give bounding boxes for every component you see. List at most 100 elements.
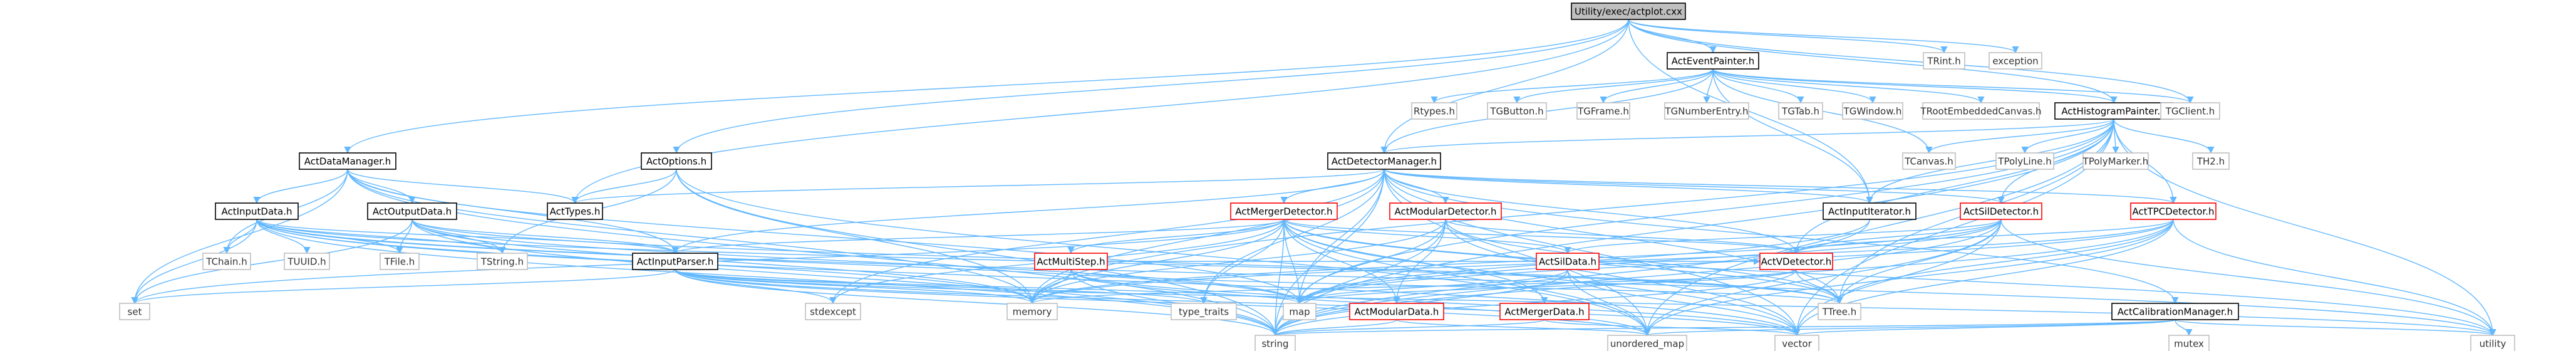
graph-node-act-tpcdetector[interactable]: ActTPCDetector.h — [2130, 202, 2216, 220]
graph-node-act-input-parser[interactable]: ActInputParser.h — [632, 253, 718, 270]
graph-edge-act-data-manager-to-memory — [347, 169, 1036, 305]
graph-node-act-sil-data[interactable]: ActSilData.h — [1536, 253, 1600, 270]
graph-node-label: TPolyLine.h — [1997, 156, 2051, 167]
graph-edge-act-histogram-painter-to-tcanvas — [1925, 118, 2114, 154]
graph-edge-root-to-act-data-manager — [344, 19, 1629, 154]
graph-node-label: TGClient.h — [2165, 106, 2215, 117]
graph-edge-act-detector-manager-to-act-vdetector — [1384, 169, 1800, 254]
graph-edge-act-histogram-painter-to-act-vdetector — [1792, 118, 2114, 254]
graph-edge-act-output-data-to-act-input-parser — [411, 219, 679, 254]
graph-edge-act-modular-data-to-unordered-map — [1396, 319, 1651, 337]
graph-edge-act-tpcdetector-to-utility — [2173, 219, 2496, 337]
graph-node-box — [1576, 102, 1630, 120]
graph-node-label: TUUID.h — [287, 256, 326, 268]
graph-node-memory: memory — [1006, 303, 1058, 320]
graph-edge-act-sil-data-to-vector — [1567, 269, 1801, 337]
graph-node-box — [1254, 335, 1296, 351]
graph-node-box — [1487, 102, 1547, 120]
graph-node-unordered-map: unordered_map — [1607, 335, 1687, 351]
graph-node-label: TChain.h — [205, 256, 247, 268]
graph-node-act-types[interactable]: ActTypes.h — [547, 202, 603, 220]
graph-node-box — [641, 152, 712, 170]
graph-edge-act-detector-manager-to-act-input-parser — [671, 169, 1385, 254]
graph-node-act-histogram-painter[interactable]: ActHistogramPainter.h — [2054, 102, 2173, 120]
graph-node-troot-embedded-canvas: TRootEmbeddedCanvas.h — [1920, 102, 2042, 120]
graph-node-label: ActSilData.h — [1539, 256, 1596, 268]
graph-node-label: TGButton.h — [1489, 106, 1543, 117]
graph-edge-act-vdetector-to-ttree — [1796, 269, 1843, 305]
graph-node-label: ActTypes.h — [550, 206, 601, 217]
graph-node-act-merger-detector[interactable]: ActMergerDetector.h — [1230, 202, 1338, 220]
graph-node-map: map — [1283, 303, 1316, 320]
graph-edge-act-modular-data-to-string — [1271, 319, 1397, 337]
graph-edge-act-sil-data-to-unordered-map — [1567, 269, 1651, 337]
graph-edge-act-histogram-painter-to-map — [1296, 118, 2114, 305]
graph-node-label: Utility/exec/actplot.cxx — [1575, 6, 1682, 18]
graph-node-box — [1667, 52, 1759, 70]
graph-node-stdexcept: stdexcept — [805, 303, 861, 320]
graph-node-label: ActHistogramPainter.h — [2061, 106, 2166, 117]
graph-node-label: ActSilDetector.h — [1963, 206, 2039, 217]
graph-node-label: map — [1289, 306, 1310, 318]
graph-node-act-multi-step[interactable]: ActMultiStep.h — [1034, 253, 1108, 270]
graph-edge-act-sil-detector-to-string — [1271, 219, 2002, 337]
graph-node-label: Rtypes.h — [1414, 106, 1455, 117]
graph-node-act-modular-detector[interactable]: ActModularDetector.h — [1389, 202, 1502, 220]
graph-edge-root-to-act-types — [571, 19, 1629, 204]
graph-node-root[interactable]: Utility/exec/actplot.cxx — [1571, 3, 1686, 20]
graph-node-box — [202, 253, 251, 270]
graph-node-tstring: TString.h — [477, 253, 528, 270]
graph-node-act-vdetector[interactable]: ActVDetector.h — [1759, 253, 1833, 270]
graph-node-box — [1778, 102, 1823, 120]
graph-node-tgbutton: TGButton.h — [1487, 102, 1547, 120]
graph-edge-act-multi-step-to-string — [1070, 269, 1279, 337]
graph-node-act-merger-data[interactable]: ActMergerData.h — [1499, 303, 1590, 320]
graph-edge-act-vdetector-to-memory — [1028, 269, 1797, 305]
graph-node-box — [1818, 303, 1861, 320]
graph-node-box — [380, 253, 420, 270]
graph-node-box — [284, 253, 330, 270]
graph-node-box — [1923, 52, 1965, 70]
graph-node-act-calibration-manager[interactable]: ActCalibrationManager.h — [2111, 303, 2239, 320]
graph-edge-act-input-data-to-map — [256, 219, 1303, 305]
graph-node-act-modular-data[interactable]: ActModularData.h — [1349, 303, 1444, 320]
graph-node-label: ActModularData.h — [1355, 306, 1439, 318]
graph-node-tgclient: TGClient.h — [2160, 102, 2220, 120]
graph-node-label: TGWindow.h — [1843, 106, 1902, 117]
graph-edge-act-calibration-manager-to-string — [1272, 319, 2176, 337]
graph-edge-act-merger-detector-to-act-input-parser — [671, 219, 1285, 254]
graph-node-label: ActTPCDetector.h — [2132, 206, 2214, 217]
graph-edge-act-output-data-to-memory — [411, 219, 1036, 305]
graph-edge-act-event-painter-to-tgbutton — [1513, 68, 1714, 104]
graph-node-label: string — [1261, 338, 1288, 350]
graph-node-box — [1389, 202, 1502, 220]
graph-edge-act-input-parser-to-utility — [675, 269, 2496, 337]
graph-node-act-output-data[interactable]: ActOutputData.h — [367, 202, 457, 220]
graph-edge-act-tpcdetector-to-ttree — [1836, 219, 2174, 305]
graph-edge-act-detector-manager-to-type-traits — [1200, 169, 1385, 305]
graph-node-act-options[interactable]: ActOptions.h — [641, 152, 712, 170]
graph-node-tcanvas: TCanvas.h — [1902, 152, 1956, 170]
graph-node-act-input-data[interactable]: ActInputData.h — [215, 202, 299, 220]
graph-edge-act-merger-data-to-vector — [1544, 319, 1801, 337]
graph-node-act-detector-manager[interactable]: ActDetectorManager.h — [1327, 152, 1441, 170]
graph-edge-act-merger-data-to-string — [1271, 319, 1545, 337]
graph-node-act-data-manager[interactable]: ActDataManager.h — [299, 152, 396, 170]
graph-edge-root-to-act-options — [673, 19, 1629, 154]
graph-edge-act-vdetector-to-map — [1296, 269, 1797, 305]
graph-node-box — [1230, 202, 1338, 220]
graph-node-act-input-iterator[interactable]: ActInputIterator.h — [1823, 202, 1916, 220]
graph-node-label: TGFrame.h — [1577, 106, 1629, 117]
graph-node-box — [2160, 102, 2220, 120]
graph-edge-act-histogram-painter-to-th2 — [2113, 118, 2215, 154]
graph-edge-act-input-parser-to-unordered-map — [675, 269, 1651, 337]
graph-edge-act-merger-detector-to-string — [1271, 219, 1285, 337]
graph-node-box — [805, 303, 861, 320]
graph-node-type-traits: type_traits — [1171, 303, 1237, 320]
graph-edge-act-detector-manager-to-act-merger-detector — [1280, 169, 1385, 204]
graph-node-box — [1989, 52, 2042, 70]
graph-edge-act-calibration-manager-to-vector — [1793, 319, 2176, 337]
graph-node-act-event-painter[interactable]: ActEventPainter.h — [1667, 52, 1759, 70]
graph-edge-act-data-manager-to-act-input-data — [253, 169, 348, 204]
graph-node-act-sil-detector[interactable]: ActSilDetector.h — [1960, 202, 2042, 220]
